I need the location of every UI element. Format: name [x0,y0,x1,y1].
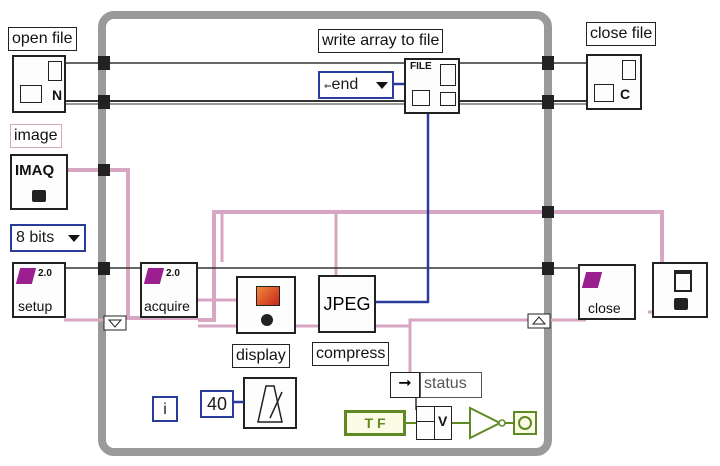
ring-indicator-icon: ⇐ [324,81,332,91]
open-mode-letter: N [52,87,63,103]
imaq-text: IMAQ [15,162,55,179]
or-divider [417,421,435,422]
metronome-icon [257,385,283,423]
tunnel-right-2 [542,95,554,109]
setup-text: setup [18,298,53,314]
status-element[interactable]: status [420,372,482,398]
shift-register-right[interactable] [527,313,551,329]
close-disk-icon [594,84,614,102]
imaq-create-node[interactable]: IMAQ [10,154,68,210]
shift-register-left[interactable] [103,315,127,331]
unbundle-node[interactable]: ➞ [390,372,420,398]
image-wire-top [198,210,664,322]
acquire-version: 2.0 [166,268,180,279]
image-wire-5 [376,318,586,328]
acquire-logo-icon [143,268,165,284]
write-array-icon [440,92,456,106]
or-divider-v [434,407,435,439]
not-gate-icon[interactable] [469,406,503,440]
tunnel-left-4 [98,164,110,176]
bit-depth-value: 8 bits [16,229,55,246]
tunnel-left-3 [98,262,110,275]
position-mode-value: end [331,76,359,93]
tunnel-left-2 [98,95,110,109]
dispose-camera-icon [674,298,688,310]
close-file-label: close file [586,22,657,46]
close-logo-icon [581,272,603,288]
tunnel-right-1 [542,56,554,70]
display-label: display [232,344,290,368]
close-text: close [588,300,621,316]
setup-version: 2.0 [38,268,52,279]
close-mode-letter: C [620,86,631,102]
metronome-arm [269,391,283,419]
stop-boolean-constant[interactable]: T F [344,410,406,436]
display-node[interactable] [236,276,296,334]
arrow-right-icon: ➞ [398,375,412,392]
write-disk-icon [412,90,430,106]
imaq-close-node[interactable]: close [578,264,636,320]
file-tag-text: FILE [410,61,432,72]
while-loop-frame[interactable] [98,11,552,456]
acquire-text: acquire [144,298,190,314]
write-array-label: write array to file [318,29,444,53]
jpeg-compress-node[interactable]: JPEG [318,275,376,333]
shift-down-icon [107,319,123,328]
loop-condition-terminal[interactable] [513,411,537,435]
or-node[interactable]: V [416,406,452,440]
not-gate-bubble [498,419,506,427]
chevron-down-icon [376,82,388,89]
position-mode-ring[interactable]: ⇐end [318,71,394,99]
image-label: image [10,124,62,148]
close-file-icon [622,60,636,80]
bit-depth-ring[interactable]: 8 bits [10,224,86,252]
or-symbol: V [438,413,448,429]
delay-constant[interactable]: 40 [200,390,234,418]
imaq-setup-node[interactable]: 2.0 setup [12,262,66,318]
tunnel-right-3 [542,262,554,275]
shift-up-icon [531,316,547,325]
tunnel-right-4 [542,206,554,218]
jpeg-to-write-wire [376,112,430,304]
close-file-node[interactable]: C [586,54,642,110]
tunnel-left-1 [98,56,110,70]
display-image-icon [256,286,280,306]
compress-label: compress [312,342,390,366]
disk-icon [20,85,42,103]
chevron-down-icon-2 [68,235,80,242]
write-file-node[interactable]: FILE [404,58,460,114]
ni-logo-icon [15,268,37,284]
file-icon [48,61,62,81]
trash-icon [674,270,692,292]
display-camera-icon [261,314,273,326]
open-file-node[interactable]: N [12,55,66,113]
dispose-node[interactable] [652,262,708,318]
write-doc-icon [440,64,456,86]
iteration-terminal[interactable]: i [152,396,178,422]
camera-icon [32,190,46,202]
imaq-acquire-node[interactable]: 2.0 acquire [140,262,198,318]
open-file-label: open file [8,27,77,51]
loop-stop-icon [518,416,532,430]
